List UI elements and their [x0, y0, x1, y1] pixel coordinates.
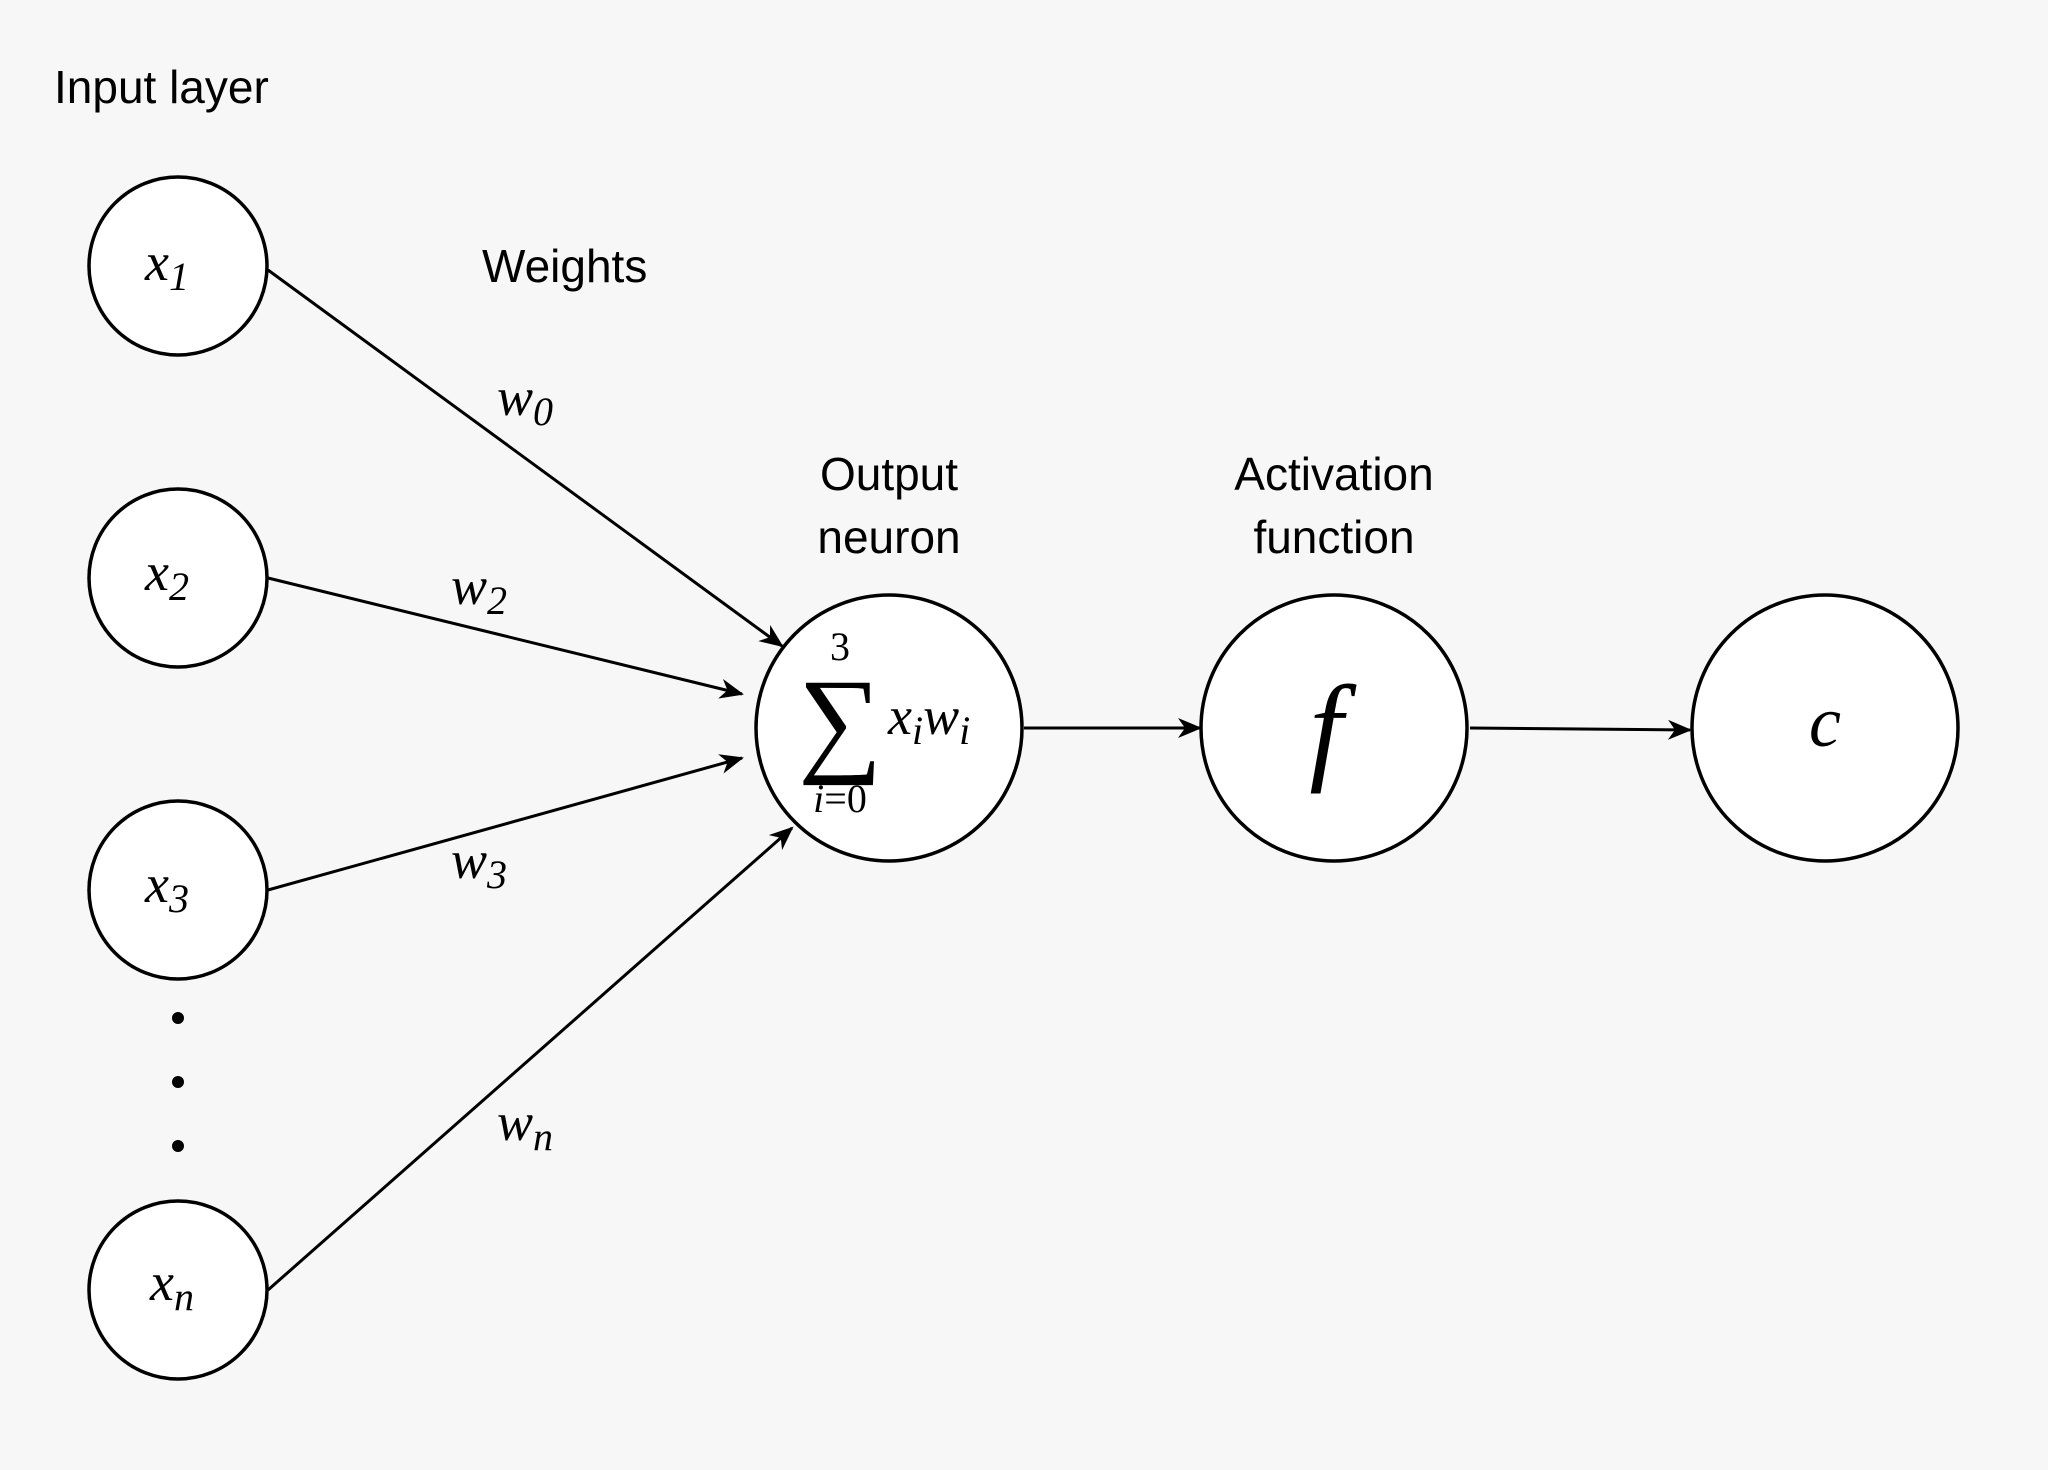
sigma-symbol: ∑ [798, 655, 882, 786]
sum-term-w: w [923, 686, 959, 746]
input-node-x1: x1 [87, 175, 269, 357]
ellipsis-dot-2 [172, 1076, 184, 1088]
sum-term: xiwi [887, 686, 970, 753]
ellipsis-dots [172, 1012, 184, 1152]
activation-circle [1199, 593, 1469, 863]
input-x3-sub: 3 [168, 876, 189, 921]
input-node-xn: xn [87, 1199, 269, 1381]
output-circle [1690, 593, 1960, 863]
weight-w3: w3 [451, 830, 507, 897]
weight-w2-base: w [451, 556, 487, 616]
edge-activation-to-output [1469, 719, 1692, 740]
ellipsis-dot-1 [172, 1012, 184, 1024]
sum-upper-limit: 3 [830, 624, 850, 669]
activation-node: f [1199, 593, 1469, 863]
weight-w3-sub: 3 [486, 852, 507, 897]
output-node: c [1690, 593, 1960, 863]
input-x2-sub: 2 [169, 564, 189, 609]
sum-lower-rest: =0 [824, 776, 867, 821]
edge-x3-to-sum [267, 754, 744, 892]
sum-lower-limit: i=0 [813, 776, 867, 821]
input-x1-base: x [144, 232, 169, 292]
input-layer-label: Input layer [54, 61, 269, 113]
weight-wn-base: w [497, 1092, 533, 1152]
input-node-xn-circle [87, 1199, 269, 1381]
input-x1-sub: 1 [169, 254, 189, 299]
input-x3-label: x3 [144, 854, 189, 921]
weight-w2-sub: 2 [487, 578, 507, 623]
output-neuron-label-line1: Output [820, 448, 958, 500]
input-x1-label: x1 [144, 232, 189, 299]
input-xn-label: xn [149, 1252, 194, 1319]
output-c-symbol: c [1809, 682, 1841, 762]
input-node-x3-circle [87, 799, 269, 981]
activation-function-label: Activation function [1234, 448, 1433, 563]
input-xn-base: x [149, 1252, 174, 1312]
activation-function-label-line1: Activation [1234, 448, 1433, 500]
input-node-x3: x3 [87, 799, 269, 981]
input-x2-label: x2 [144, 542, 189, 609]
weight-w0-sub: 0 [533, 389, 553, 434]
ellipsis-dot-3 [172, 1140, 184, 1152]
input-x2-base: x [144, 542, 169, 602]
input-node-x2-circle [87, 487, 269, 669]
output-neuron-node: 3 ∑ i=0 xiwi [754, 593, 1024, 863]
edge-xn-to-sum [267, 826, 794, 1292]
weights-label: Weights [482, 240, 647, 292]
edge-x2-to-sum [267, 576, 744, 699]
weight-wn: wn [497, 1092, 553, 1159]
sum-term-x: x [887, 686, 912, 746]
weight-w0-base: w [497, 367, 533, 427]
input-x3-base: x [144, 854, 169, 914]
edge-x1-to-sum [267, 268, 784, 648]
activation-function-label-line2: function [1253, 511, 1414, 563]
weight-w3-base: w [451, 830, 487, 890]
input-node-x1-circle [87, 175, 269, 357]
input-node-x2: x2 [87, 487, 269, 669]
sum-term-w-sub: i [959, 708, 970, 753]
output-neuron-label-line2: neuron [817, 511, 960, 563]
weight-w0: w0 [497, 367, 553, 434]
sum-lower-var: i [813, 776, 824, 821]
input-xn-sub: n [174, 1274, 194, 1319]
weight-w2: w2 [451, 556, 507, 623]
sum-term-x-sub: i [912, 708, 923, 753]
output-neuron-circle [754, 593, 1024, 863]
output-neuron-label: Output neuron [817, 448, 960, 563]
weight-wn-sub: n [533, 1114, 553, 1159]
